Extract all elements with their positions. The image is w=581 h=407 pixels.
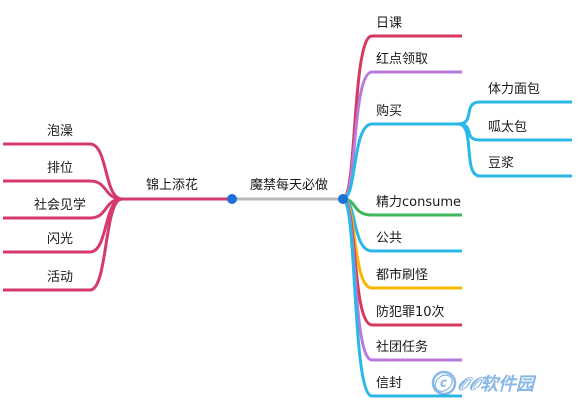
right-item-label[interactable]: 都市刷怪 (376, 267, 428, 283)
watermark-logo: ⓒ 𝒪𝒪软件园 (431, 370, 537, 396)
right-item-label[interactable]: 精力consume (376, 195, 461, 210)
left-item-label[interactable]: 社会见学 (34, 197, 86, 213)
purchase-subitem-label[interactable]: 豆浆 (488, 156, 514, 171)
right-item-label[interactable]: 购买 (376, 103, 402, 119)
right-item-edge (341, 197, 462, 398)
left-item-label[interactable]: 活动 (47, 270, 73, 285)
left-hub-node[interactable] (227, 194, 237, 204)
left-item-edge (3, 142, 123, 201)
purchase-subitem-label[interactable]: 呱太包 (488, 119, 527, 135)
right-hub-node[interactable] (338, 194, 348, 204)
left-item-label[interactable]: 泡澡 (47, 124, 73, 139)
right-item-label[interactable]: 公共 (376, 231, 402, 246)
right-item-label[interactable]: 日课 (376, 16, 402, 31)
right-item-label[interactable]: 红点领取 (376, 51, 428, 67)
left-item-edge (3, 197, 123, 292)
purchase-subitem-edge (457, 122, 572, 178)
right-item-label[interactable]: 信封 (376, 376, 402, 391)
right-item-edge (342, 122, 458, 201)
left-item-label[interactable]: 闪光 (47, 232, 73, 247)
left-item-label[interactable]: 排位 (47, 161, 73, 176)
purchase-subitem-label[interactable]: 体力面包 (488, 82, 540, 97)
right-item-label[interactable]: 防犯罪10次 (376, 304, 445, 320)
center-topic[interactable]: 魔禁每天必做 (250, 177, 328, 193)
right-item-label[interactable]: 社团任务 (376, 339, 428, 355)
watermark-text: ⓒ 𝒪𝒪软件园 (433, 374, 537, 395)
mind-map-edges (3, 34, 572, 398)
left-branch-topic[interactable]: 锦上添花 (146, 177, 198, 193)
left-item-edge (3, 179, 123, 201)
